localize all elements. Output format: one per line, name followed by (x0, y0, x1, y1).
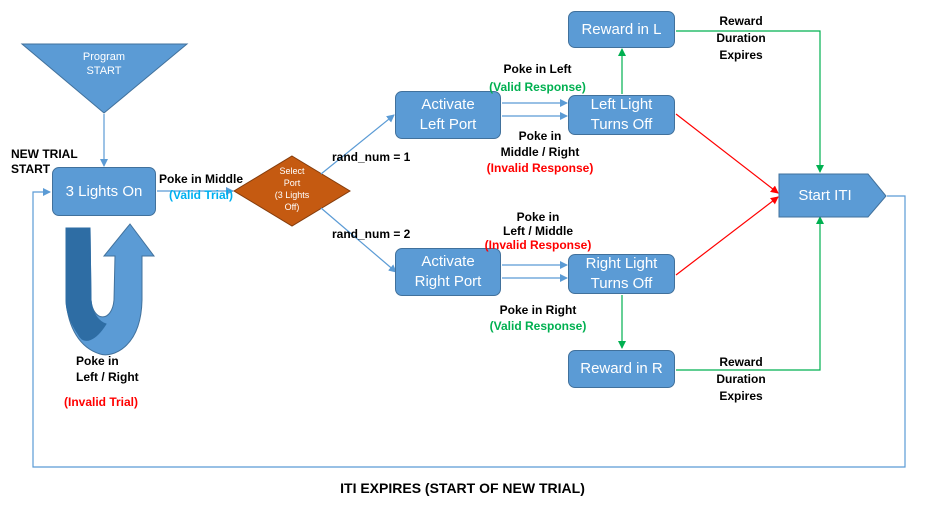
poke-middle-line2: (Valid Trial) (168, 188, 234, 202)
poke-right-valid-line1: Poke in Right (499, 303, 577, 317)
activate-right-port-box: Activate Right Port (395, 248, 501, 296)
iti-expires-label: ITI EXPIRES (START OF NEW TRIAL) (340, 480, 585, 496)
poke-mr-line3: (Invalid Response) (486, 161, 594, 175)
poke-middle-label: Poke in Middle (Valid Trial) (150, 172, 252, 203)
arrow-rewardl-to-iti (676, 30, 824, 173)
activate-right-line2: Right Port (414, 273, 482, 290)
reward-expires-top-line2: Duration (716, 31, 766, 45)
select-port-line1: Select (279, 166, 305, 176)
program-start-label: Program START (62, 50, 146, 78)
poke-lm-line2: Left / Middle (503, 224, 573, 238)
reward-left-box: Reward in L (568, 11, 675, 48)
poke-left-right-invalid-label: Poke in Left / Right (Invalid Trial) (64, 353, 139, 410)
arrow-rightlight-to-iti (675, 196, 779, 276)
left-light-line2: Turns Off (590, 116, 653, 133)
lights-on-label: 3 Lights On (65, 182, 143, 200)
u-turn-arrow-icon (65, 223, 155, 356)
reward-right-box: Reward in R (568, 350, 675, 388)
lights-on-box: 3 Lights On (52, 167, 156, 216)
poke-lr-line2: Left / Right (76, 370, 139, 384)
program-start-line1: Program (82, 51, 126, 63)
right-light-off-box: Right Light Turns Off (568, 254, 675, 294)
arrow-select-to-left (320, 114, 395, 175)
poke-left-middle-invalid-label: Poke in Left / Middle (Invalid Response) (478, 210, 598, 252)
select-port-line3: (3 Lights (274, 190, 310, 200)
poke-lm-line1: Poke in (516, 210, 560, 224)
poke-middle-right-invalid-label: Poke in Middle / Right (Invalid Response… (480, 128, 600, 176)
poke-left-valid-label: Poke in Left (Valid Response) (480, 62, 595, 95)
poke-left-valid-line1: Poke in Left (503, 62, 572, 76)
reward-expires-top-line3: Expires (719, 48, 763, 62)
poke-lm-line3: (Invalid Response) (484, 238, 592, 252)
rand-num-1-label: rand_num = 1 (332, 150, 411, 164)
select-port-label: Select Port (3 Lights Off) (262, 165, 322, 213)
poke-lr-line1: Poke in (76, 354, 119, 368)
reward-expires-bottom-line2: Duration (716, 372, 766, 386)
poke-mr-line2: Middle / Right (500, 145, 580, 159)
select-port-line4: Off) (284, 202, 300, 212)
rand-num-2-label: rand_num = 2 (332, 227, 411, 241)
activate-right-line1: Activate (421, 253, 475, 270)
arrow-iti-expires-loop (32, 188, 906, 468)
reward-expires-top-label: Reward Duration Expires (705, 13, 777, 64)
arrow-select-to-right (320, 207, 397, 273)
arrow-rewardr-to-iti (676, 216, 824, 371)
reward-left-label: Reward in L (581, 20, 662, 38)
poke-middle-line1: Poke in Middle (158, 172, 243, 186)
reward-expires-bottom-line1: Reward (719, 355, 763, 369)
right-light-line1: Right Light (585, 255, 658, 272)
reward-expires-top-line1: Reward (719, 14, 763, 28)
reward-expires-bottom-label: Reward Duration Expires (705, 354, 777, 405)
new-trial-start-label: NEW TRIAL START (11, 147, 78, 177)
activate-left-port-box: Activate Left Port (395, 91, 501, 139)
new-trial-start-line2: START (11, 162, 51, 176)
arrow-leftlight-to-iti (675, 113, 779, 194)
poke-left-valid-line2: (Valid Response) (489, 80, 586, 94)
activate-left-line1: Activate (421, 96, 475, 113)
right-light-line2: Turns Off (590, 275, 653, 292)
poke-right-valid-line2: (Valid Response) (489, 319, 587, 333)
reward-right-label: Reward in R (580, 360, 663, 377)
program-start-shape (20, 43, 189, 114)
reward-expires-bottom-line3: Expires (719, 389, 763, 403)
poke-mr-line1: Poke in (518, 129, 562, 143)
start-iti-label: Start ITI (798, 187, 852, 204)
start-iti-shape (778, 173, 887, 218)
left-light-line1: Left Light (590, 96, 653, 113)
new-trial-start-line1: NEW TRIAL (11, 147, 78, 161)
poke-right-valid-label: Poke in Right (Valid Response) (478, 302, 598, 334)
select-port-line2: Port (283, 178, 301, 188)
program-start-line2: START (86, 65, 122, 77)
left-light-off-box: Left Light Turns Off (568, 95, 675, 135)
activate-left-line2: Left Port (419, 116, 477, 133)
poke-lr-line3: (Invalid Trial) (64, 395, 139, 409)
